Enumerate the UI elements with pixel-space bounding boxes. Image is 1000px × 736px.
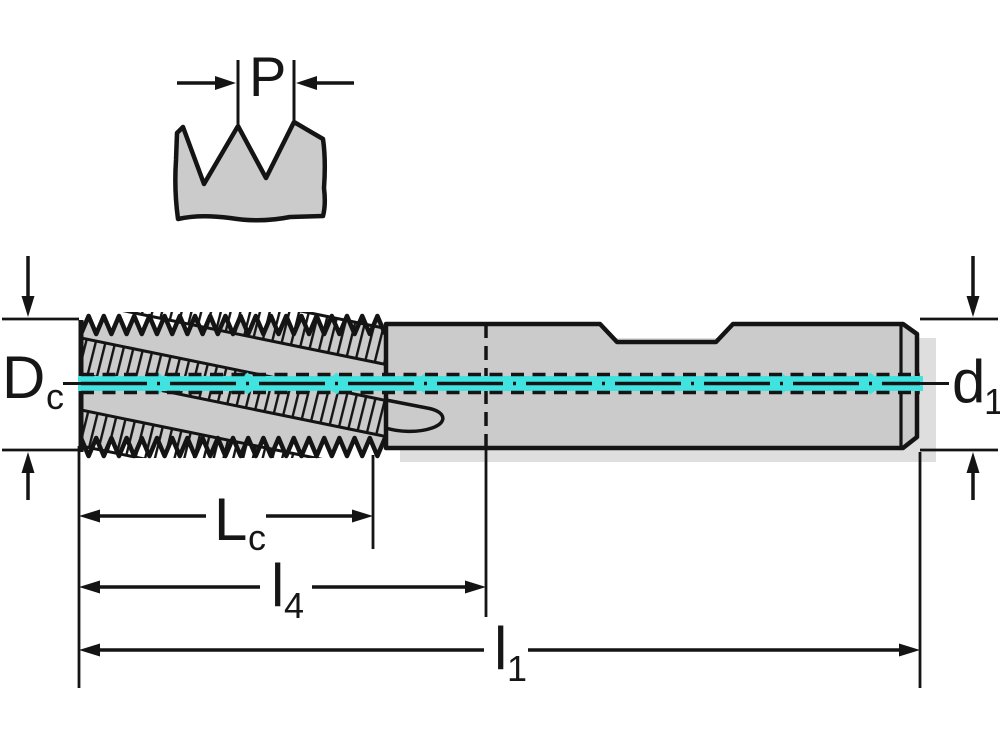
Dc-label-sub: c (46, 376, 64, 417)
d1-arrowhead-top (966, 296, 980, 317)
coolant-centerline (63, 372, 949, 395)
l1-arrowhead-left (79, 643, 100, 657)
d1-arrowhead-bottom (966, 452, 980, 473)
pitch-arrowhead-left (215, 76, 236, 90)
l4-arrowhead-right (465, 580, 486, 594)
l1-arrowhead-right (899, 643, 920, 657)
l1-label-sub: 1 (507, 648, 527, 689)
l4-label-sub: 4 (284, 585, 304, 626)
diameter-dimensions (2, 256, 998, 500)
Dc-arrowhead-top (21, 296, 35, 317)
thread-profile-detail: P (173, 45, 354, 223)
Lc-arrowhead-right (352, 509, 373, 523)
flute-runout-curve (385, 398, 445, 434)
l4-label-main: l (271, 552, 284, 619)
pitch-label: P (249, 45, 286, 108)
l1-label-main: l (494, 615, 507, 682)
thread-teeth-top-outline (78, 313, 388, 337)
tool-body (63, 312, 949, 462)
dimension-labels: D c d 1 L c l 4 l 1 (2, 344, 1000, 689)
thread-profile-shape (173, 119, 328, 223)
Lc-arrowhead-left (79, 509, 100, 523)
d1-label-sub: 1 (984, 381, 1000, 422)
Dc-label-main: D (2, 344, 45, 411)
thread-teeth-bottom-outline (78, 435, 388, 459)
length-dimensions (77, 446, 922, 688)
Dc-arrowhead-bottom (21, 452, 35, 473)
l4-arrowhead-left (79, 580, 100, 594)
d1-label-main: d (952, 348, 985, 415)
Lc-label-main: L (214, 486, 247, 553)
pitch-arrowhead-right (296, 76, 317, 90)
Lc-label-sub: c (248, 517, 266, 558)
